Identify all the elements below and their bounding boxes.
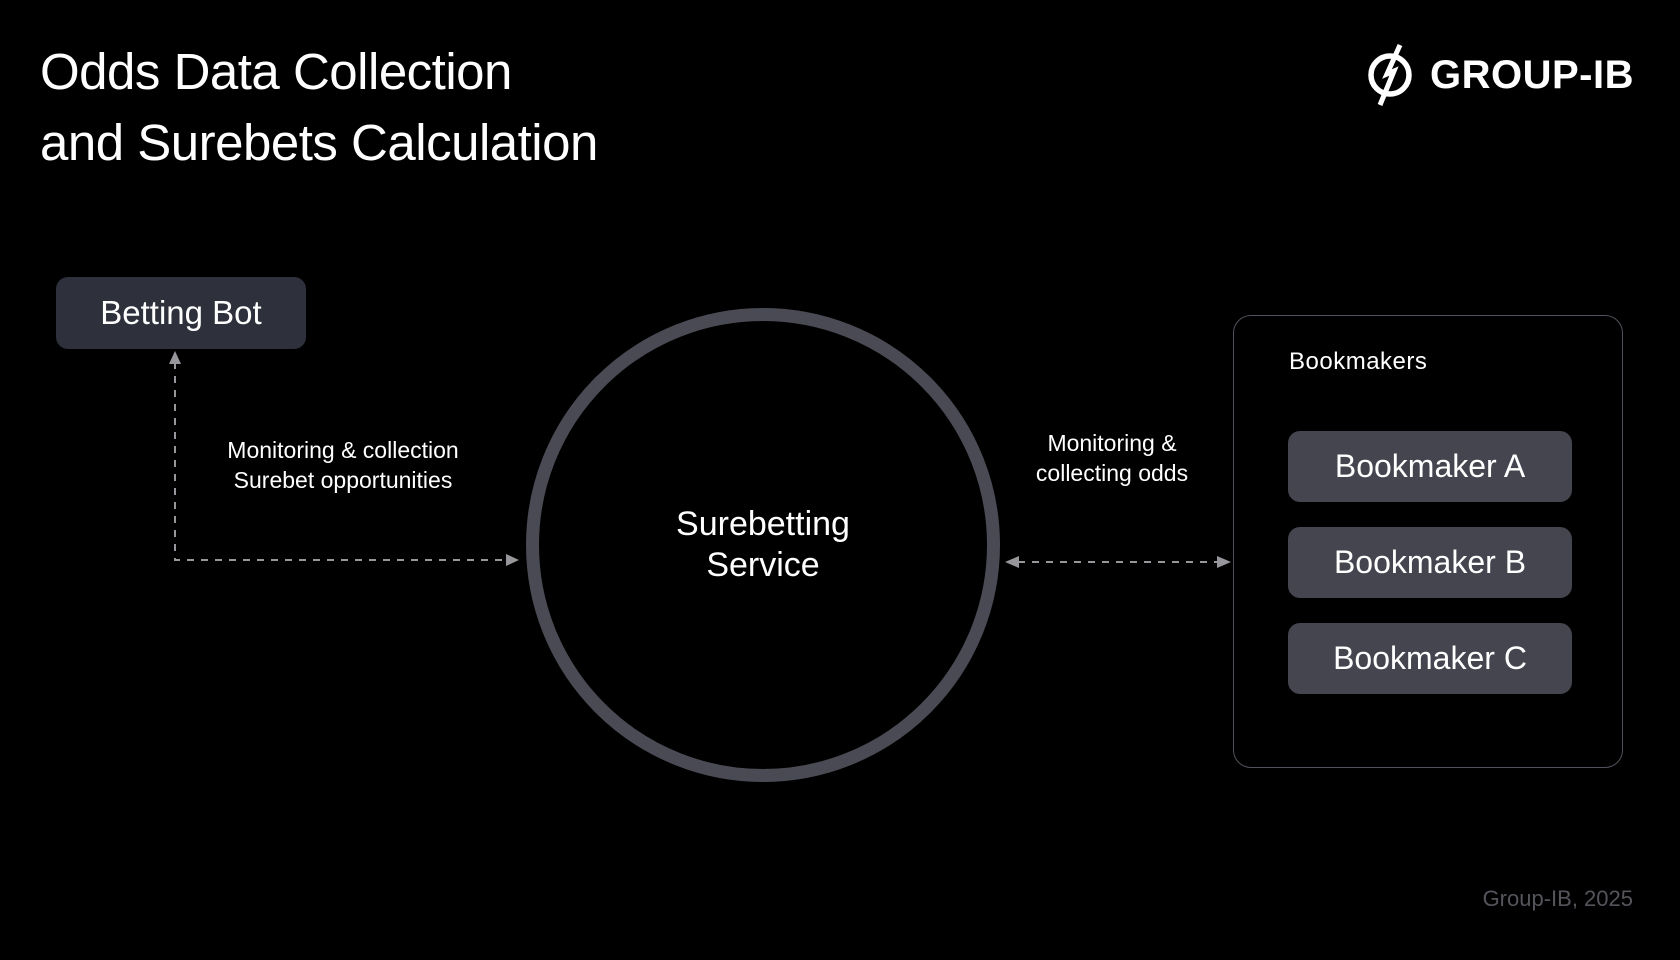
bookmaker-item-a-label: Bookmaker A — [1334, 448, 1526, 484]
right-flow-label-line-2: collecting odds — [1035, 460, 1189, 486]
bookmakers-panel: Bookmakers Bookmaker A Bookmaker B Bookm… — [1233, 315, 1623, 768]
right-flow-label-line-1: Monitoring & — [1047, 430, 1177, 456]
brand-name: GROUP-IB — [1430, 53, 1634, 97]
surebetting-service-node: Surebetting Service — [526, 308, 1000, 782]
bookmaker-item-a: Bookmaker A — [1288, 431, 1572, 502]
bookmakers-panel-title: Bookmakers — [1289, 348, 1428, 375]
brand-logo: GROUP-IB — [1364, 42, 1634, 108]
page-title: Odds Data Collection and Surebets Calcul… — [40, 36, 598, 178]
service-label-line-1: Surebetting — [676, 505, 850, 543]
page-title-line-2: and Surebets Calculation — [40, 114, 598, 171]
left-flow-label-line-2: Surebet opportunities — [233, 467, 453, 493]
footer-credit: Group-IB, 2025 — [1482, 886, 1633, 911]
left-flow-label-line-1: Monitoring & collection — [227, 437, 459, 463]
right-flow-label: Monitoring & collecting odds — [1036, 428, 1188, 488]
bookmaker-item-c: Bookmaker C — [1288, 623, 1572, 694]
bookmaker-item-b: Bookmaker B — [1288, 527, 1572, 598]
bookmakers-arrow — [1005, 556, 1231, 568]
bookmaker-item-b-label: Bookmaker B — [1333, 544, 1527, 580]
group-ib-logo-icon — [1368, 43, 1412, 106]
betting-bot-node: Betting Bot — [56, 277, 306, 349]
service-label-line-2: Service — [706, 546, 820, 584]
page-title-line-1: Odds Data Collection — [40, 43, 512, 100]
left-flow-label: Monitoring & collection Surebet opportun… — [227, 435, 458, 495]
betting-bot-label: Betting Bot — [100, 294, 262, 331]
bookmaker-item-c-label: Bookmaker C — [1333, 640, 1527, 676]
